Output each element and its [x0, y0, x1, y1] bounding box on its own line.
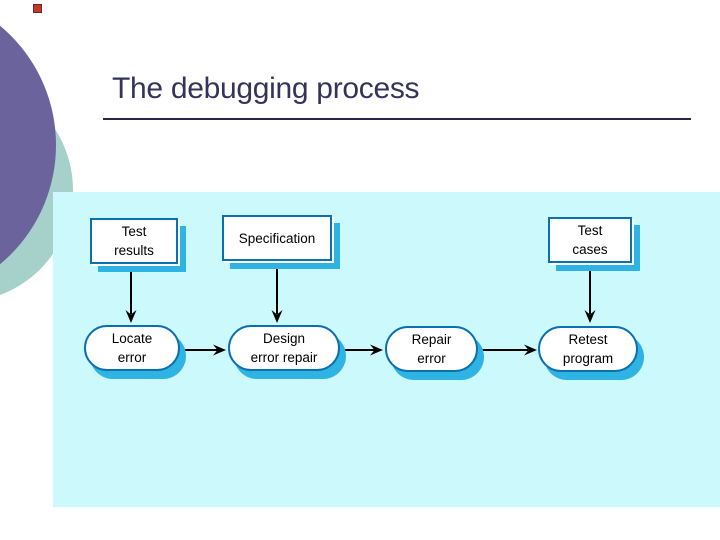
box-label-line: Specification	[238, 230, 316, 246]
step-label-line: Retest	[568, 332, 608, 347]
step-label-line: Repair	[411, 332, 452, 347]
step-repair-error: Repair error	[385, 326, 478, 372]
step-label-line: error repair	[250, 350, 318, 365]
step-label-line: error	[117, 350, 147, 365]
box-label-line: Test	[121, 224, 147, 239]
step-locate-error: Locate error	[84, 325, 180, 371]
box-test-results: Test results	[90, 218, 178, 264]
step-retest-program: Retest program	[538, 326, 638, 372]
box-test-cases: Test cases	[548, 217, 632, 263]
box-specification: Specification	[222, 215, 332, 261]
bullet-square-icon	[33, 4, 42, 13]
step-label-line: Design	[262, 331, 306, 346]
step-label-line: program	[562, 351, 614, 366]
step-label-line: error	[417, 351, 446, 366]
step-label-line: Locate	[111, 331, 153, 346]
step-design-error-repair: Design error repair	[228, 325, 340, 371]
page-title: The debugging process	[112, 72, 420, 105]
box-label-line: cases	[572, 242, 608, 257]
box-label-line: Test	[577, 223, 603, 238]
box-label-line: results	[114, 243, 154, 258]
title-underline	[103, 118, 691, 120]
